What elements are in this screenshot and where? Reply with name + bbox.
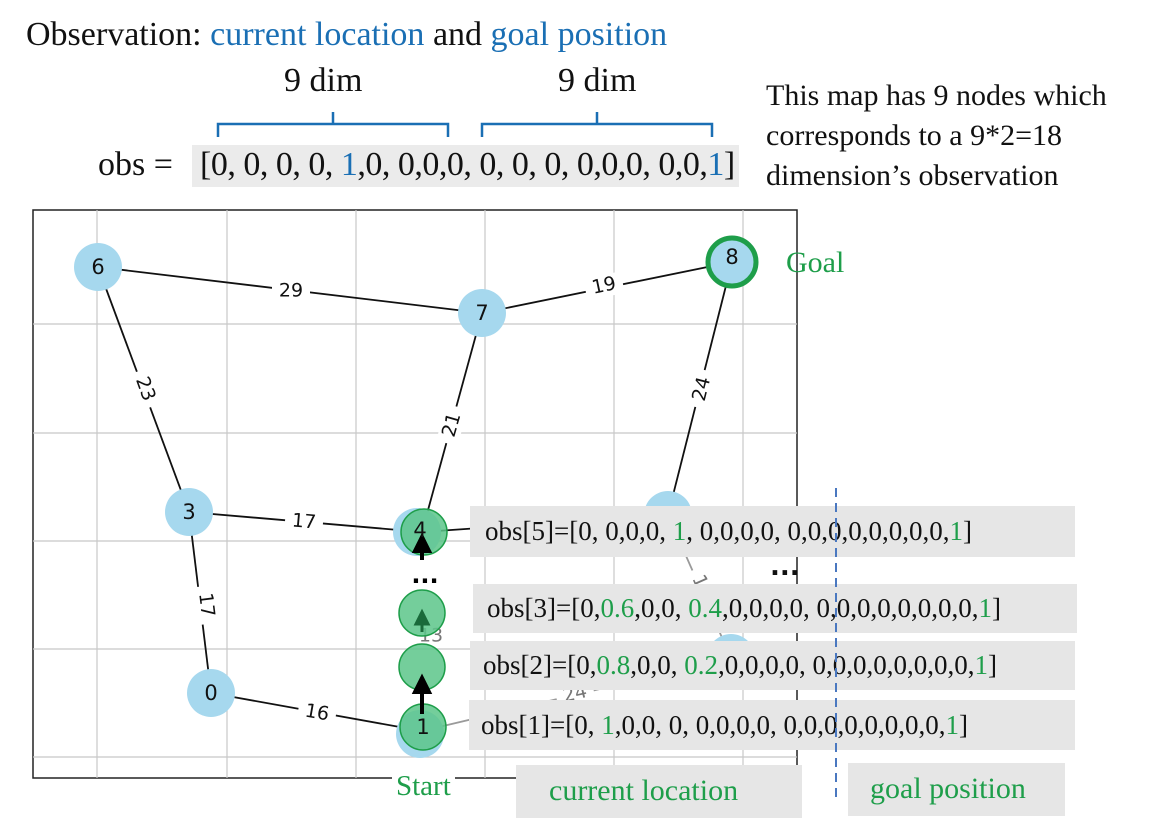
obs-row-5-mid: , 0,0,0,0, 0,0,0,0,0,0,0,0, [686,516,950,546]
obs-row-3-current-a: 0.6 [600,593,635,623]
weight-3-0: 17 [192,584,220,626]
node-label-3: 3 [182,500,195,524]
svg-text:17: 17 [194,592,219,619]
svg-text:16: 16 [303,700,331,726]
goal-position-box [848,763,1065,816]
svg-text:17: 17 [291,509,317,533]
current-location-box [516,765,802,818]
goal-label: Goal [786,246,845,279]
path-ellipsis: ... [411,561,438,589]
node-label-6: 6 [91,255,104,279]
obs-row-2-current-a: 0.8 [596,650,631,680]
weight-0-1: 16 [296,698,338,728]
brace-left [216,112,450,137]
node-7 [458,289,506,337]
obs-goal-one: 1 [707,146,724,183]
node-8-base [708,238,756,286]
start-label: Start [392,770,455,803]
obs-part1: [0, 0, 0, 0, [200,146,341,183]
dim-label-right: 9 dim [558,62,637,99]
obs-row-1-prefix: obs[1]=[0, [481,710,602,740]
arrow-2-head [411,532,433,553]
obs-row-2: obs[2]=[0,0.8,0,0, 0.2,0,0,0,0, 0,0,0,0,… [483,650,997,681]
obs-row-3-prefix: obs[3]=[0, [487,593,601,623]
obs-row-3-end: ] [991,593,1001,623]
node-0 [187,669,235,717]
obs-row-5-current: 1 [672,516,687,546]
arrow-mid-head [413,608,431,626]
obs-row-5-goal: 1 [949,516,963,546]
svg-text:19: 19 [590,272,618,299]
separator-dashed-line [835,488,837,798]
obs-row-2-end: ] [987,650,997,680]
title-current-location: current location [210,16,425,53]
obs-row-5-prefix: obs[5]=[0, 0,0,0, [485,516,673,546]
obs-box [192,145,739,187]
goal-ring [705,235,759,289]
title-goal-position: goal position [490,16,668,53]
node-label-4: 4 [413,518,426,542]
svg-text:29: 29 [279,280,303,302]
weight-6-7: 29 [272,280,310,302]
obs-row-2-goal: 1 [974,650,988,680]
brace-right [480,112,714,137]
obs-row-1-end: ] [958,710,968,740]
node-3 [165,488,213,536]
node-6 [74,243,122,291]
title: Observation: current location and goal p… [26,16,667,54]
node-label-0: 0 [204,681,217,705]
obs-row-1: obs[1]=[0, 1,0,0, 0, 0,0,0,0, 0,0,0,0,0,… [481,710,968,741]
obs-row-2-mid: ,0,0, [630,650,685,680]
obs-row-3-goal: 1 [978,593,992,623]
obs-row-3-mid2: ,0,0,0,0, 0,0,0,0,0,0,0,0, [721,593,979,623]
obs-row-1-mid: ,0,0, 0, 0,0,0,0, 0,0,0,0,0,0,0,0, [614,710,946,740]
node-label-1: 1 [416,715,429,739]
obs-current-one: 1 [340,146,358,183]
goal-position-label: goal position [870,772,1026,805]
obs-row-2-box [470,641,1075,690]
title-prefix: Observation: [26,16,202,53]
obs-row-2-current-b: 0.2 [684,650,718,680]
node-label-7: 7 [475,301,488,325]
obs-row-5: obs[5]=[0, 0,0,0, 1, 0,0,0,0, 0,0,0,0,0,… [485,516,972,547]
obs-part2: ,0, 0,0,0, 0, 0, 0, 0,0,0, 0,0, [357,146,708,183]
node-label-8: 8 [725,245,738,269]
obs-vector: [0, 0, 0, 0, 1,0, 0,0,0, 0, 0, 0, 0,0,0,… [200,146,735,184]
title-and: and [432,16,483,53]
obs-row-2-prefix: obs[2]=[0, [483,650,597,680]
rows-ellipsis: ... [770,552,800,582]
weight-3-4: 17 [284,509,324,535]
obs-row-3-current-b: 0.4 [688,593,722,623]
current-location-label: current location [549,774,739,807]
obs-row-3-box [473,584,1077,633]
weight-6-3: 23 [128,367,162,411]
obs-row-1-box [469,700,1075,750]
obs-row-3-mid: ,0,0, [634,593,689,623]
obs-row-1-current: 1 [601,710,615,740]
map-note: This map has 9 nodes which corresponds t… [766,79,1107,192]
obs-label: obs = [98,146,173,183]
obs-row-1-goal: 1 [945,710,959,740]
obs-row-5-box [470,506,1075,557]
dim-label-left: 9 dim [284,62,363,99]
obs-part3: ] [723,146,735,183]
obs-row-2-mid2: ,0,0,0,0, 0,0,0,0,0,0,0,0, [717,650,975,680]
arrow-1-head [411,673,433,694]
weight-8-5: 24 [686,367,718,411]
obs-row-3: obs[3]=[0,0.6,0,0, 0.4,0,0,0,0, 0,0,0,0,… [487,593,1001,624]
weight-7-8: 19 [583,271,625,301]
obs-row-5-end: ] [962,516,972,546]
